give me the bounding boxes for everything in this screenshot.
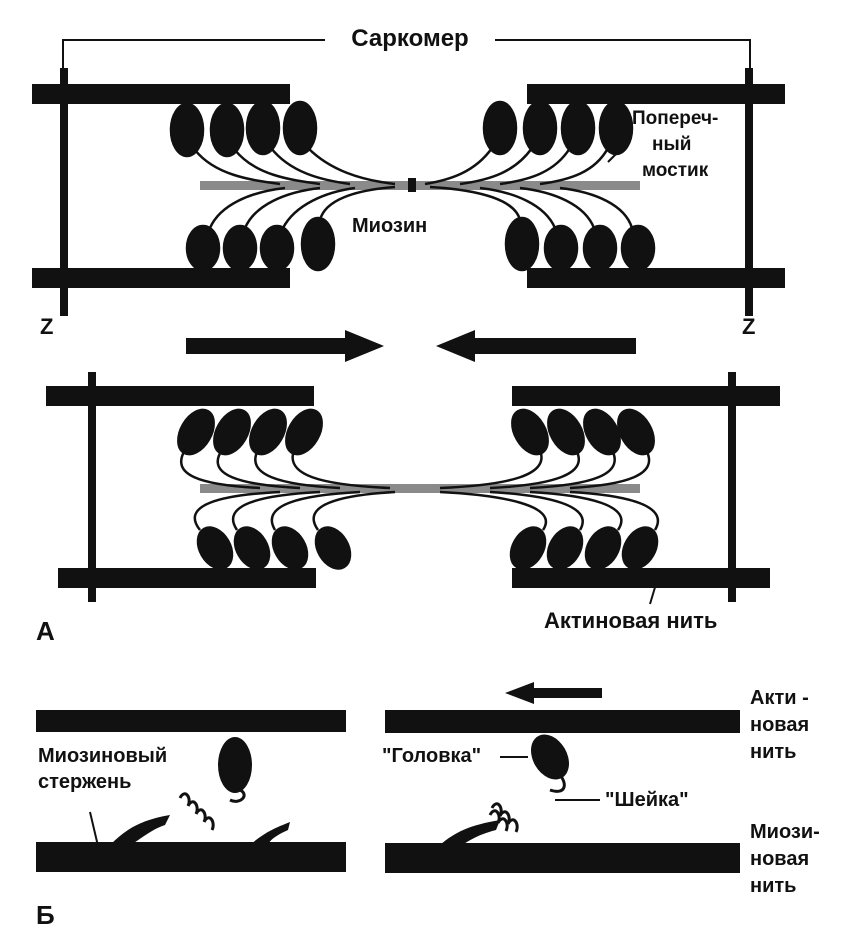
myosin-filament-label-3: нить (750, 875, 796, 897)
myosin-head-b-right (531, 734, 569, 780)
myosin-tail-left (110, 815, 170, 845)
cross-bridge-label-2: ный (652, 134, 691, 155)
sarcomere-contracted: А Актиновая нить (36, 372, 780, 646)
panel-b-label: Б (36, 900, 55, 930)
actin-filament-top-left (32, 84, 290, 104)
arrow-left-icon (436, 330, 636, 362)
sarcomere-bracket-right (495, 39, 751, 72)
myosin-label: Миозин (352, 215, 427, 237)
z-line-right-contracted (728, 372, 736, 602)
cross-bridge-pointer (607, 139, 631, 163)
myosin-heads-contracted-top-left (177, 408, 391, 490)
actin-label-3: нить (750, 741, 796, 763)
myosin-filament-label-1: Миози- (750, 821, 820, 843)
actin-filament-top-right-2 (512, 386, 780, 406)
sarcomere-label: Саркомер (351, 25, 468, 52)
contraction-arrows (186, 330, 636, 362)
myosin-heads-bottom-right (429, 185, 656, 272)
myosin-filament-b-left (36, 842, 346, 872)
sarcomere-relaxed: Саркомер Z Z (32, 25, 785, 339)
myosin-tail-right (440, 820, 500, 845)
neck-label: "Шейка" (605, 789, 689, 811)
actin-filament-bottom-left-2 (58, 568, 316, 588)
myosin-heads-top-right (424, 100, 634, 186)
myosin-head-b-left (218, 737, 252, 793)
cross-bridge-label-1: Попереч- (632, 108, 718, 129)
actin-label-1: Акти - (750, 687, 809, 709)
cross-bridge-label-3: мостик (642, 160, 709, 181)
panel-a-label: А (36, 616, 55, 646)
sarcomere-bracket (62, 39, 325, 72)
slide-arrow-icon (505, 682, 602, 704)
myosin-neck-coil-right (488, 774, 566, 833)
myosin-heads-contracted-top-right (439, 408, 655, 490)
arrow-right-icon (186, 330, 384, 362)
actin-pointer (649, 583, 657, 605)
myosin-heads-contracted-bottom-left (193, 490, 396, 570)
myosin-filament-label-2: новая (750, 848, 809, 870)
z-left-label: Z (40, 314, 53, 339)
myosin-filament (200, 181, 640, 190)
actin-filament-bottom-right (527, 268, 785, 288)
m-line-mark (408, 178, 416, 192)
z-line-left-contracted (88, 372, 96, 602)
actin-filament-b-left (36, 710, 346, 732)
cross-bridge-detail: Миозиновый стержень "Головка" "Шейка" Ак… (36, 682, 820, 930)
actin-filament-top-left-2 (46, 386, 314, 406)
myosin-neck-coil-left (178, 788, 246, 831)
z-line-left (60, 68, 68, 316)
actin-filament-bottom-left (32, 268, 290, 288)
actin-filament-b-right (385, 710, 740, 733)
myosin-filament-2 (200, 484, 640, 493)
z-line-right (745, 68, 753, 316)
myosin-filament-b-right (385, 843, 740, 873)
actin-label-2: новая (750, 714, 809, 736)
rod-pointer (89, 811, 99, 847)
z-right-label: Z (742, 314, 755, 339)
myosin-heads-top-left (169, 100, 396, 186)
myosin-rod-label-1: Миозиновый (38, 745, 167, 767)
actin-filament-top-right (527, 84, 785, 104)
actin-filament-bottom-right-2 (512, 568, 770, 588)
myosin-heads-bottom-left (185, 185, 396, 272)
myosin-tail-left-2 (250, 822, 290, 845)
head-label: "Головка" (382, 745, 481, 767)
actin-filament-label: Актиновая нить (544, 608, 717, 633)
myosin-heads-contracted-bottom-right (439, 490, 659, 570)
myosin-rod-label-2: стержень (38, 771, 131, 793)
